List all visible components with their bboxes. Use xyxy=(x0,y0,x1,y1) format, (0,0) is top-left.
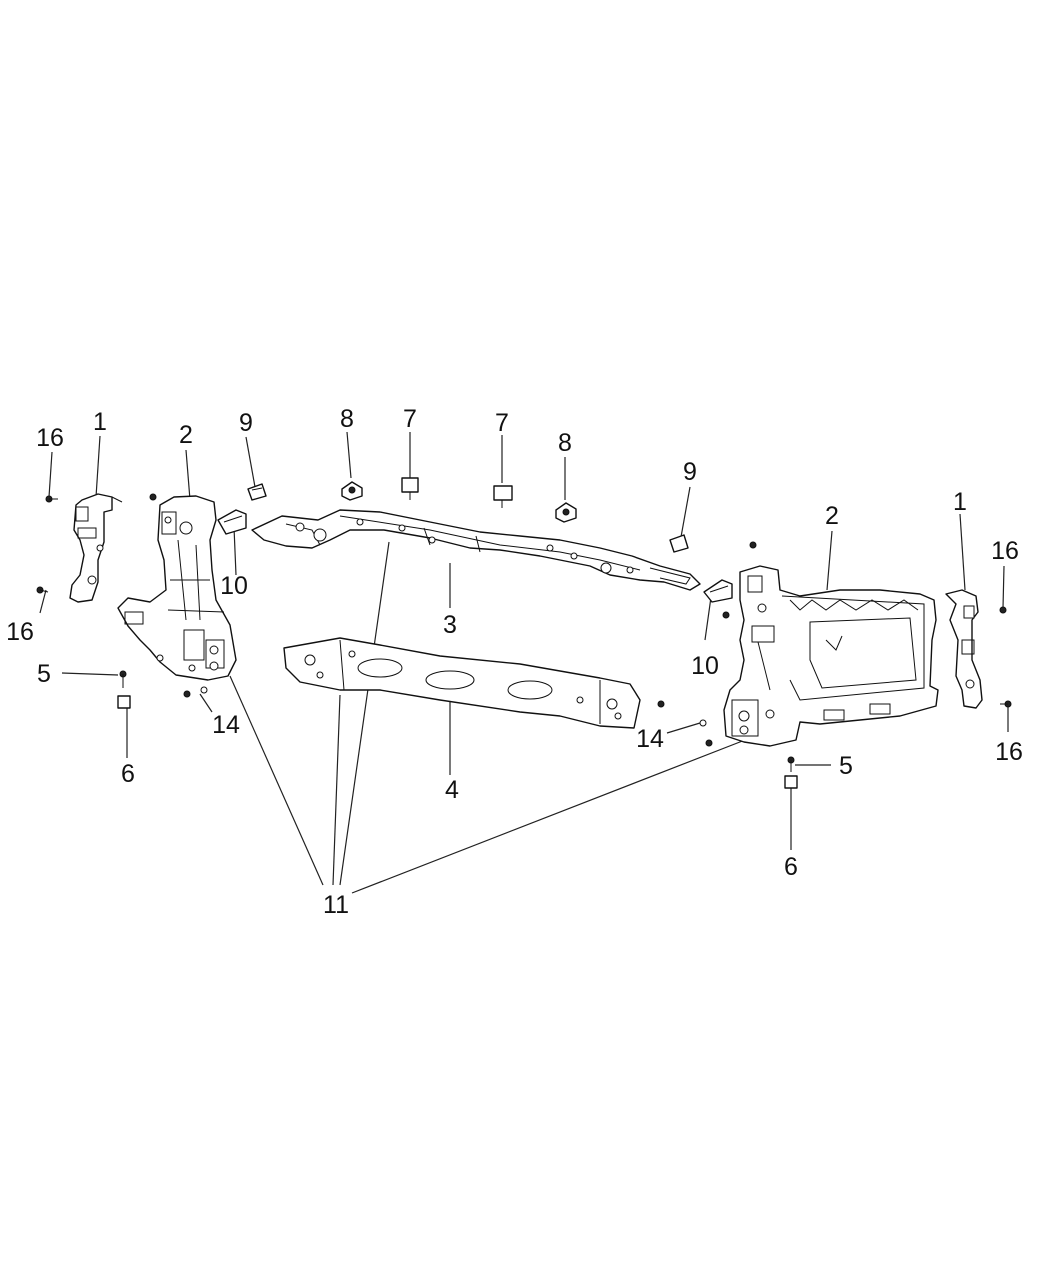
callout-7-left: 7 xyxy=(403,405,417,433)
callout-1-right: 1 xyxy=(953,488,967,516)
callout-8-right: 8 xyxy=(558,429,572,457)
part-8-left-nut xyxy=(341,481,363,501)
part-14-right-nut xyxy=(699,719,707,727)
callout-2-right: 2 xyxy=(825,502,839,530)
part-10-right-bracket xyxy=(703,541,757,619)
callout-10-right: 10 xyxy=(691,652,719,680)
part-4-lower-crossmember xyxy=(283,637,665,729)
callout-16-left-top: 16 xyxy=(36,424,64,452)
callout-5-right: 5 xyxy=(839,752,853,780)
callout-14-left: 14 xyxy=(212,711,240,739)
callout-8-left: 8 xyxy=(340,405,354,433)
part-8-right-nut xyxy=(555,502,577,523)
callout-3: 3 xyxy=(443,611,457,639)
part-16-right-fasteners xyxy=(999,606,1012,708)
callout-2-left: 2 xyxy=(179,421,193,449)
callout-11: 11 xyxy=(323,891,349,919)
callout-14-right: 14 xyxy=(636,725,664,753)
leader-lines xyxy=(39,431,1009,894)
callout-9-right: 9 xyxy=(683,458,697,486)
part-14-left-nuts xyxy=(183,686,208,698)
part-6-left-clip xyxy=(117,695,131,709)
part-5-left-bolt xyxy=(119,670,127,688)
callout-10-left: 10 xyxy=(220,572,248,600)
part-3-upper-crossmember xyxy=(251,509,701,591)
callout-6-left: 6 xyxy=(121,760,135,788)
part-9-left-clip xyxy=(247,483,267,501)
part-2-right-frame xyxy=(705,565,939,747)
part-10-left-bracket xyxy=(217,509,247,535)
part-1-left-bracket xyxy=(69,493,123,603)
part-7-right-clip xyxy=(493,485,513,508)
part-16-left-fasteners xyxy=(36,495,58,594)
callout-16-right-top: 16 xyxy=(991,537,1019,565)
callout-labels: 1 16 2 9 8 7 7 8 9 10 16 3 2 1 16 10 5 1… xyxy=(6,405,1023,919)
part-1-right-bracket xyxy=(945,589,983,709)
part-9-right-clip xyxy=(669,534,689,553)
part-7-left-clip xyxy=(401,477,419,500)
callout-4: 4 xyxy=(445,776,459,804)
callout-16-left-bottom: 16 xyxy=(6,618,34,646)
callout-5-left: 5 xyxy=(37,660,51,688)
part-5-right-bolt xyxy=(787,756,795,772)
part-2-left-upright xyxy=(117,493,237,681)
part-6-right-clip xyxy=(784,775,798,789)
callout-7-right: 7 xyxy=(495,409,509,437)
callout-9-left: 9 xyxy=(239,409,253,437)
callout-6-right: 6 xyxy=(784,853,798,881)
callout-16-right-bottom: 16 xyxy=(995,738,1023,766)
callout-1-left: 1 xyxy=(93,408,107,436)
